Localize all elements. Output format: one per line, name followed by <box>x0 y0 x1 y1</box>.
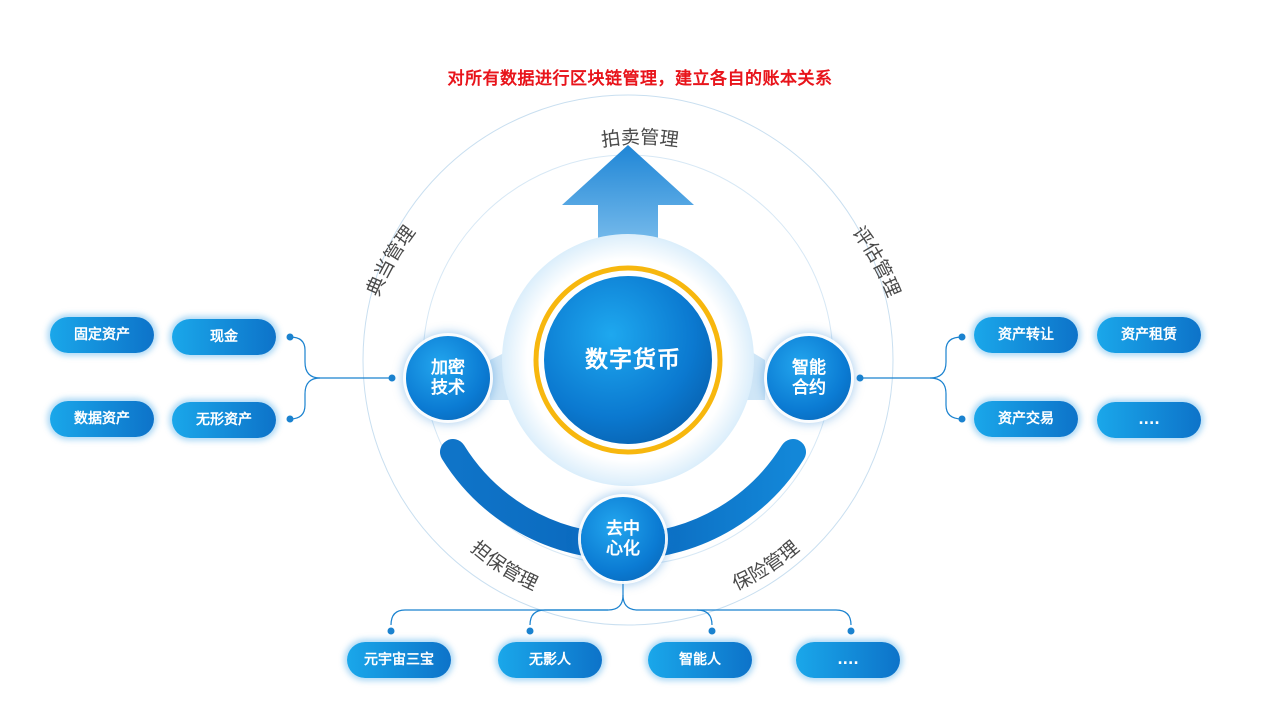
outer-ring <box>362 94 894 626</box>
ring-label-bottom-left: 担保管理 <box>467 537 542 595</box>
pill-cash[interactable]: 现金 <box>172 319 276 355</box>
connector-dot <box>847 627 855 635</box>
connector-dot <box>286 415 294 423</box>
connector-dot <box>958 333 966 341</box>
node-decentralization[interactable]: 去中心化 <box>581 497 665 581</box>
pill-more-bottom[interactable]: .... <box>796 642 900 678</box>
node-encryption-label: 加密技术 <box>430 357 465 398</box>
connector-dot <box>286 333 294 341</box>
ring-label-left: 典当管理 <box>362 222 420 300</box>
connector-dot <box>958 415 966 423</box>
pill-fixed-assets[interactable]: 固定资产 <box>50 317 154 353</box>
left-connector <box>289 336 392 420</box>
connector-dot <box>708 627 716 635</box>
pill-asset-transfer[interactable]: 资产转让 <box>974 317 1078 353</box>
up-arrow-icon <box>562 145 694 270</box>
node-smart-contract-label: 智能合约 <box>791 357 826 398</box>
connector-dot <box>856 374 864 382</box>
pill-shadowless-man[interactable]: 无影人 <box>498 642 602 678</box>
ring-label-right: 评估管理 <box>848 222 904 300</box>
pill-more-right[interactable]: .... <box>1097 402 1201 438</box>
pill-data-assets[interactable]: 数据资产 <box>50 401 154 437</box>
page-title: 对所有数据进行区块链管理，建立各自的账本关系 <box>447 69 833 89</box>
node-smart-contract[interactable]: 智能合约 <box>767 336 851 420</box>
svg-text:担保管理: 担保管理 <box>467 537 542 595</box>
svg-text:典当管理: 典当管理 <box>362 222 420 300</box>
connector-dot <box>387 627 395 635</box>
node-encryption[interactable]: 加密技术 <box>406 336 490 420</box>
connector-dot <box>526 627 534 635</box>
pill-asset-trading[interactable]: 资产交易 <box>974 401 1078 437</box>
node-decentralization-label: 去中心化 <box>605 518 640 559</box>
svg-text:拍卖管理: 拍卖管理 <box>600 126 680 151</box>
pill-smart-man[interactable]: 智能人 <box>648 642 752 678</box>
pill-metaverse-three[interactable]: 元宇宙三宝 <box>347 642 451 678</box>
svg-text:评估管理: 评估管理 <box>848 222 904 300</box>
right-connector <box>860 336 963 420</box>
center-label: 数字货币 <box>585 347 681 373</box>
bottom-connector <box>390 580 852 626</box>
pill-asset-leasing[interactable]: 资产租赁 <box>1097 317 1201 353</box>
connector-dot <box>388 374 396 382</box>
core-circle <box>544 276 712 444</box>
pill-intangible-assets[interactable]: 无形资产 <box>172 402 276 438</box>
ring-label-top: 拍卖管理 <box>600 126 680 151</box>
